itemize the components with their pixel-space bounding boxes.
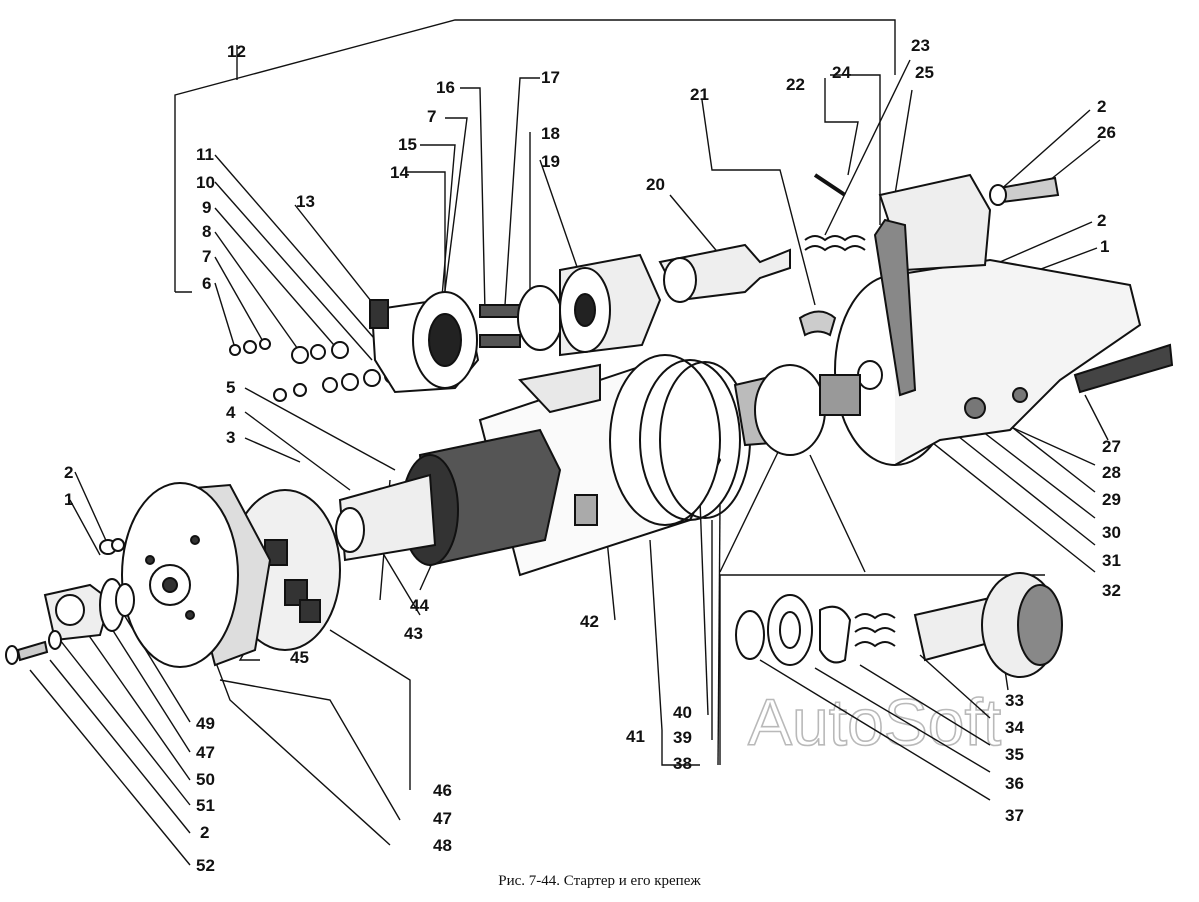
label-47: 47 bbox=[433, 809, 452, 828]
label-40: 40 bbox=[673, 703, 692, 722]
label-29: 29 bbox=[1102, 490, 1121, 509]
label-34: 34 bbox=[1005, 718, 1024, 737]
label-31: 31 bbox=[1102, 551, 1121, 570]
stator-housing bbox=[478, 354, 751, 577]
screw-52 bbox=[5, 630, 62, 665]
label-48: 48 bbox=[433, 836, 452, 855]
label-36: 36 bbox=[1005, 774, 1024, 793]
label-12: 12 bbox=[227, 42, 246, 61]
label-21: 21 bbox=[690, 85, 709, 104]
label-19: 19 bbox=[541, 152, 560, 171]
solenoid-cup bbox=[559, 253, 662, 357]
label-47: 47 bbox=[196, 743, 215, 762]
label-51: 51 bbox=[196, 796, 215, 815]
label-15: 15 bbox=[398, 135, 417, 154]
terminal-cover bbox=[369, 291, 480, 394]
label-45: 45 bbox=[290, 648, 309, 667]
watermark: AutoSoft bbox=[748, 685, 1001, 759]
label-28: 28 bbox=[1102, 463, 1121, 482]
figure-caption: Рис. 7-44. Стартер и его крепеж bbox=[498, 873, 701, 889]
return-spring bbox=[804, 173, 866, 252]
label-38: 38 bbox=[673, 754, 692, 773]
label-35: 35 bbox=[1005, 745, 1024, 764]
label-11: 11 bbox=[196, 145, 214, 164]
label-13: 13 bbox=[296, 192, 315, 211]
contact-bolts bbox=[479, 285, 563, 351]
label-2: 2 bbox=[200, 823, 209, 842]
label-3: 3 bbox=[226, 428, 235, 447]
label-6: 6 bbox=[202, 274, 211, 293]
label-37: 37 bbox=[1005, 806, 1024, 825]
label-5: 5 bbox=[226, 378, 235, 397]
plunger bbox=[658, 243, 791, 303]
label-20: 20 bbox=[646, 175, 665, 194]
label-9: 9 bbox=[202, 198, 211, 217]
label-41: 41 bbox=[626, 727, 645, 746]
label-1: 1 bbox=[1100, 237, 1109, 256]
label-49: 49 bbox=[196, 714, 215, 733]
rear-cover bbox=[121, 482, 272, 668]
label-42: 42 bbox=[580, 612, 599, 631]
label-32: 32 bbox=[1102, 581, 1121, 600]
label-4: 4 bbox=[226, 403, 236, 422]
label-44: 44 bbox=[410, 596, 429, 615]
label-22: 22 bbox=[786, 75, 805, 94]
screw-26 bbox=[989, 176, 1060, 206]
drive-housing bbox=[834, 173, 1142, 466]
label-7: 7 bbox=[202, 247, 211, 266]
label-16: 16 bbox=[436, 78, 455, 97]
label-7: 7 bbox=[427, 107, 436, 126]
label-43: 43 bbox=[404, 624, 423, 643]
clutch-parts bbox=[735, 572, 1063, 678]
label-27: 27 bbox=[1102, 437, 1121, 456]
label-2: 2 bbox=[64, 463, 73, 482]
label-1: 1 bbox=[64, 490, 73, 509]
label-23: 23 bbox=[911, 36, 930, 55]
end-cap bbox=[43, 578, 135, 642]
label-2: 2 bbox=[1097, 97, 1106, 116]
screw-1-2-left bbox=[99, 538, 125, 555]
armature bbox=[335, 428, 562, 567]
label-46: 46 bbox=[433, 781, 452, 800]
label-50: 50 bbox=[196, 770, 215, 789]
label-30: 30 bbox=[1102, 523, 1121, 542]
parts bbox=[5, 173, 1174, 678]
label-2: 2 bbox=[1097, 211, 1106, 230]
label-26: 26 bbox=[1097, 123, 1116, 142]
pinion-shaft bbox=[733, 364, 861, 456]
label-25: 25 bbox=[915, 63, 934, 82]
label-33: 33 bbox=[1005, 691, 1024, 710]
label-10: 10 bbox=[196, 173, 215, 192]
shim bbox=[798, 310, 837, 337]
label-24: 24 bbox=[832, 63, 851, 82]
label-39: 39 bbox=[673, 728, 692, 747]
label-8: 8 bbox=[202, 222, 211, 241]
label-17: 17 bbox=[541, 68, 560, 87]
callout-labels: 2 26 2 1 27 28 29 30 31 32 23 24 25 22 2… bbox=[64, 36, 1121, 875]
label-52: 52 bbox=[196, 856, 215, 875]
stud bbox=[1073, 343, 1174, 394]
label-14: 14 bbox=[390, 163, 409, 182]
label-18: 18 bbox=[541, 124, 560, 143]
